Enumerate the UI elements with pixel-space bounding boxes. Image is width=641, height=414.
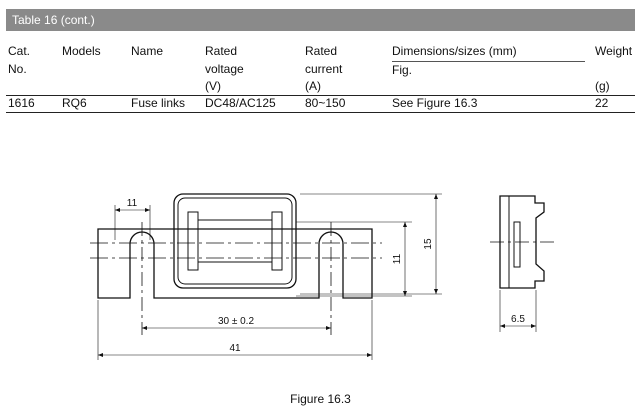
dimensions-subrule [392, 61, 585, 62]
header-models: Models [62, 44, 101, 58]
header-voltage-line2: voltage [205, 62, 244, 76]
front-view-body-inner [177, 197, 293, 285]
row-weight: 22 [595, 96, 609, 110]
header-cat-line1: Cat. [8, 44, 31, 58]
row-cat: 1616 [8, 96, 35, 110]
dim-total-height: 15 [423, 238, 434, 250]
side-view-outline [499, 195, 545, 289]
table-caption: Table 16 (cont.) [6, 9, 635, 31]
header-fig: Fig. [392, 63, 413, 77]
header-voltage-line1: Rated [205, 44, 238, 58]
header-dimensions: Dimensions/sizes (mm) [392, 44, 517, 58]
dim-inner-height: 11 [392, 253, 403, 264]
front-view-body-outer [173, 193, 297, 289]
figure-caption: Figure 16.3 [290, 392, 351, 406]
spec-table: Cat. No. Models Name Rated voltage (V) R… [0, 31, 641, 117]
header-current-line2: current [305, 62, 343, 76]
dim-total-width: 41 [229, 343, 241, 354]
header-rule [6, 95, 635, 96]
row-figure: See Figure 16.3 [392, 96, 478, 110]
front-view-element [187, 211, 283, 271]
header-voltage-line3: (V) [205, 79, 221, 93]
header-weight-line2: (g) [595, 79, 610, 93]
fuse-link-drawing: 11 30 ± 0.2 41 11 15 6.5 [90, 193, 555, 360]
bottom-rule [6, 112, 635, 113]
row-voltage: DC48/AC125 [205, 96, 276, 110]
header-current-line1: Rated [305, 44, 338, 58]
dim-slot-spacing: 30 ± 0.2 [218, 316, 255, 327]
header-weight-line1: Weight [595, 44, 633, 58]
header-name: Name [131, 44, 164, 58]
row-name: Fuse links [131, 96, 186, 110]
row-model: RQ6 [62, 96, 87, 110]
header-current-line3: (A) [305, 79, 321, 93]
front-view-base [97, 228, 373, 299]
dim-top-width: 11 [127, 198, 138, 209]
row-current: 80~150 [305, 96, 346, 110]
dim-thickness: 6.5 [511, 314, 525, 325]
header-cat-line2: No. [8, 62, 27, 76]
